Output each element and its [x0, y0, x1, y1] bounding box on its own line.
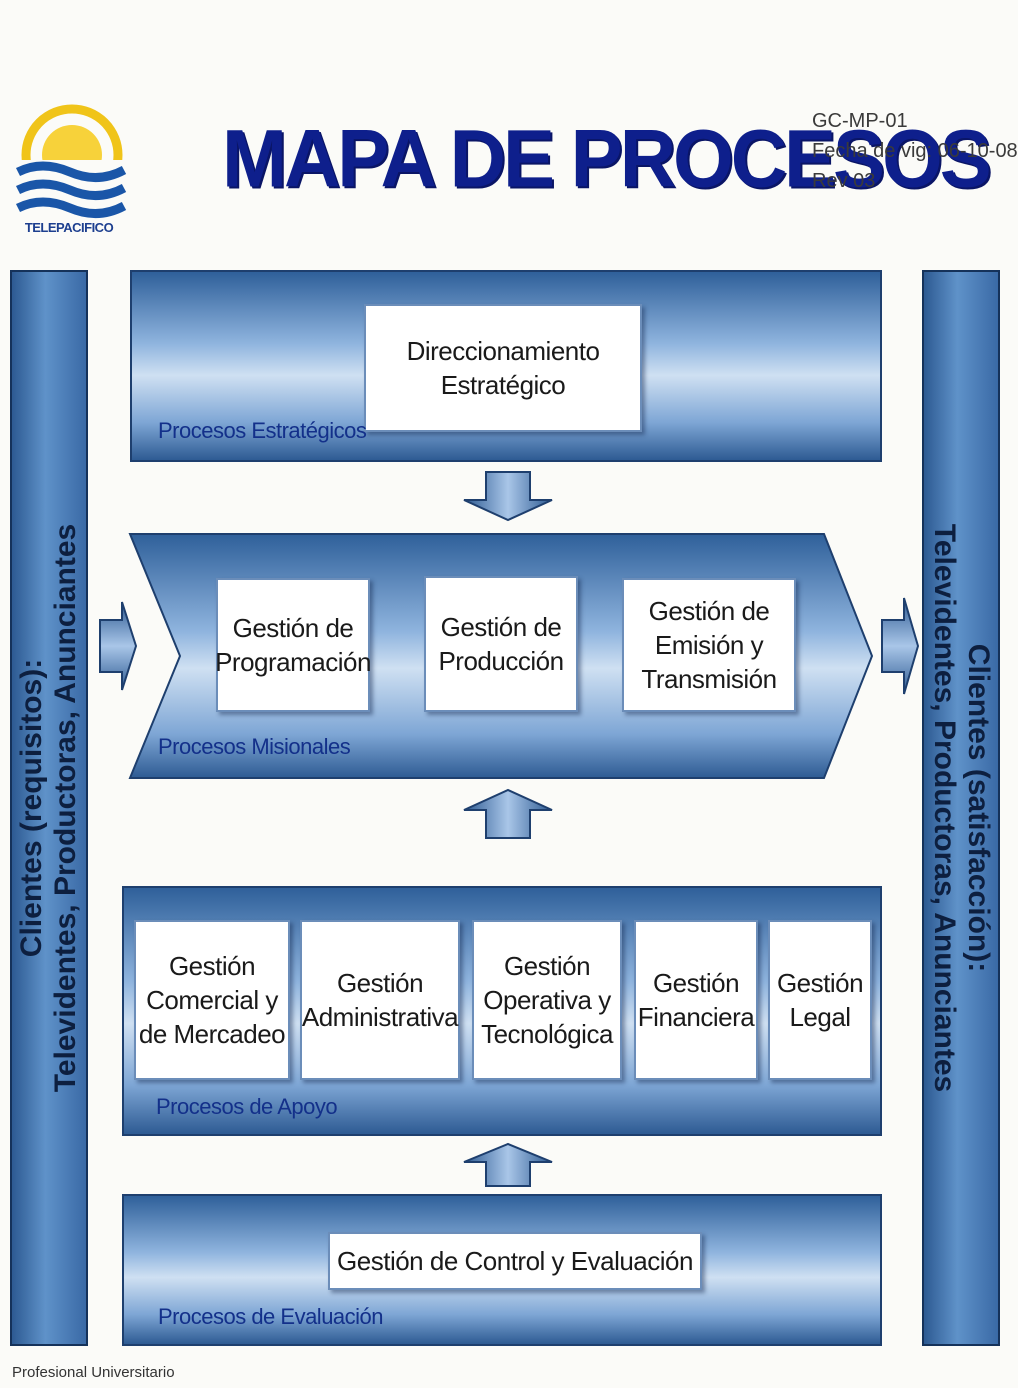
strategic-direction-box: Direccionamiento Estratégico: [364, 304, 642, 432]
clients-requirements-text: Clientes (requisitos): Televidentes, Pro…: [15, 524, 83, 1092]
financial-line2: Financiera: [637, 1002, 755, 1032]
output-arrow-icon: [881, 597, 920, 695]
commercial-line1: Gestión: [168, 951, 256, 981]
programming-line1: Gestión de: [232, 613, 354, 643]
programming-management-box: Gestión de Programación: [215, 578, 371, 712]
commercial-line3: de Mercadeo: [138, 1019, 286, 1049]
document-meta: GC-MP-01 Fecha de vig: 06-10-08 Rev 03: [812, 106, 1018, 196]
commercial-management-box: Gestión Comercial y de Mercadeo: [134, 920, 290, 1080]
page-title: MAPA DE PROCESOS: [222, 111, 992, 205]
financial-line1: Gestión: [652, 968, 740, 998]
financial-management-box: Gestión Financiera: [634, 920, 758, 1080]
support-processes-label: Procesos de Apoyo: [156, 1094, 338, 1119]
clients-satisfaction-text: Clientes (satisfacción): Televidentes, P…: [927, 524, 995, 1092]
administrative-line1: Gestión: [336, 968, 424, 998]
control-evaluation-box: Gestión de Control y Evaluación: [328, 1232, 702, 1290]
clients-requirements-line2: Televidentes, Productoras, Anunciantes: [49, 523, 82, 1093]
input-arrow-icon: [99, 601, 138, 691]
evaluation-processes-band: Gestión de Control y Evaluación Procesos…: [122, 1194, 882, 1346]
arrow-down-icon: [463, 471, 553, 522]
production-management-box: Gestión de Producción: [424, 576, 578, 712]
strategic-processes-label: Procesos Estratégicos: [158, 418, 367, 443]
operational-line1: Gestión: [503, 951, 591, 981]
telepacifico-logo: [12, 60, 130, 242]
support-processes-band: Gestión Comercial y de Mercadeo Gestión …: [122, 886, 882, 1136]
programming-line2: Programación: [215, 647, 371, 677]
production-line1: Gestión de: [440, 612, 562, 642]
document-code: GC-MP-01: [812, 110, 908, 132]
document-revision: Rev 03: [812, 170, 876, 192]
emission-transmission-box: Gestión de Emisión y Transmisión: [622, 578, 796, 712]
document-date: Fecha de vig: 06-10-08: [812, 140, 1018, 162]
operational-line2: Operativa y: [483, 985, 611, 1015]
mission-processes-label: Procesos Misionales: [158, 734, 351, 759]
operational-management-box: Gestión Operativa y Tecnológica: [472, 920, 622, 1080]
evaluation-processes-label: Procesos de Evaluación: [158, 1304, 384, 1329]
emission-line2: Emisión y: [654, 630, 764, 660]
clients-satisfaction-line2: Televidentes, Productoras, Anunciantes: [928, 523, 961, 1093]
emission-line3: Transmisión: [641, 664, 777, 694]
legal-line1: Gestión: [776, 968, 864, 998]
arrow-up-icon: [463, 1142, 553, 1187]
administrative-line2: Administrativa: [301, 1002, 459, 1032]
clients-requirements-column: Clientes (requisitos): Televidentes, Pro…: [10, 270, 88, 1346]
commercial-line2: Comercial y: [146, 985, 278, 1015]
clients-requirements-line1: Clientes (requisitos):: [15, 658, 48, 958]
logo-text: TELEPACIFICO: [24, 220, 114, 235]
strategic-processes-band: Direccionamiento Estratégico Procesos Es…: [130, 270, 882, 462]
operational-line3: Tecnológica: [481, 1019, 613, 1049]
administrative-management-box: Gestión Administrativa: [300, 920, 460, 1080]
legal-management-box: Gestión Legal: [768, 920, 872, 1080]
production-line2: Producción: [438, 646, 564, 676]
legal-line2: Legal: [789, 1002, 851, 1032]
arrow-up-icon: [463, 788, 553, 839]
emission-line1: Gestión de: [648, 596, 770, 626]
footer-text: Profesional Universitario: [12, 1364, 175, 1381]
clients-satisfaction-column: Clientes (satisfacción): Televidentes, P…: [922, 270, 1000, 1346]
strategic-direction-line2: Estratégico: [440, 370, 566, 400]
clients-satisfaction-line1: Clientes (satisfacción):: [962, 643, 995, 973]
strategic-direction-line1: Direccionamiento: [406, 336, 600, 366]
